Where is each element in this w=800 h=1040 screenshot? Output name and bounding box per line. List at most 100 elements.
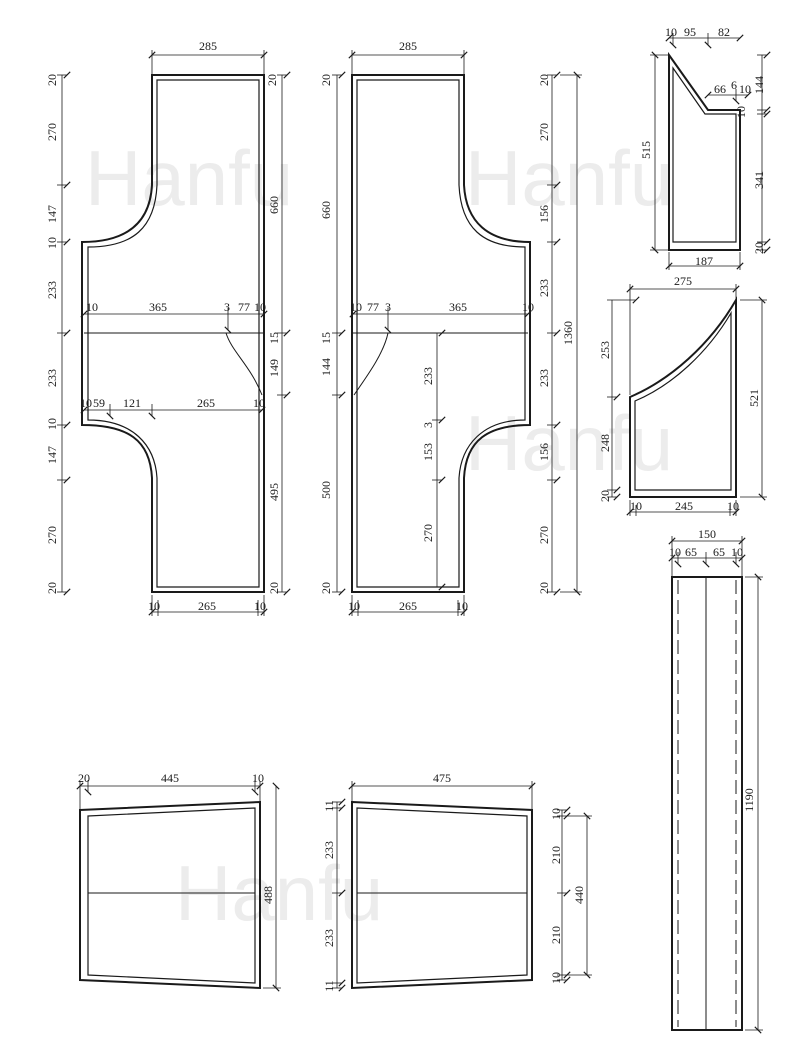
back-mid-10b: 10: [522, 300, 534, 314]
front-panel: 285 20 270 147 10 233 233 10 147 270 20 …: [45, 39, 291, 616]
skirt-left: 20 445 10 488: [76, 771, 281, 992]
back-panel: 285 20 660 15 144 500 20 20 270 156 233 …: [319, 39, 582, 616]
sleeve-large-left-253: 253: [598, 341, 612, 359]
sleeve-large-left-20: 20: [598, 490, 612, 502]
sleeve-small-top-10: 10: [665, 25, 677, 39]
back-mid-10a: 10: [350, 300, 362, 314]
skirt-right-left-233a: 233: [322, 841, 336, 859]
sleeve-small-right-10: 10: [734, 106, 748, 118]
front-bottom-10a: 10: [148, 599, 160, 613]
sleeve-large-seam: [634, 310, 732, 491]
back-left-20b: 20: [319, 582, 333, 594]
skirt-right-left-11b: 11: [322, 980, 336, 992]
front-bottom-265: 265: [198, 599, 216, 613]
watermark-1: Hanfu: [85, 134, 293, 222]
skirt-right-left-11a: 11: [322, 800, 336, 812]
collar-row-10a: 10: [669, 545, 681, 559]
sleeve-small-left-515: 515: [639, 141, 653, 159]
sleeve-small-right-20: 20: [752, 242, 766, 254]
skirt-right-right-10a: 10: [549, 808, 563, 820]
back-right-270b: 270: [537, 526, 551, 544]
back-mid-3: 3: [385, 300, 391, 314]
skirt-left-top-445: 445: [161, 771, 179, 785]
skirt-right-seam: [356, 807, 528, 984]
collar-row-65b: 65: [713, 545, 725, 559]
sleeve-small-seam: [672, 66, 737, 243]
back-right-233b: 233: [537, 369, 551, 387]
front-right-149: 149: [267, 359, 281, 377]
back-inner-3: 3: [421, 422, 435, 428]
front-panel-underarm-curve: [225, 332, 263, 396]
back-bottom-10a: 10: [348, 599, 360, 613]
back-inner-233: 233: [421, 367, 435, 385]
sleeve-small-outline: [668, 51, 741, 251]
back-top-width: 285: [399, 39, 417, 53]
front-left-20a: 20: [45, 74, 59, 86]
front-left-10b: 10: [45, 418, 59, 430]
sleeve-large-right-521: 521: [747, 389, 761, 407]
collar-top-150: 150: [698, 527, 716, 541]
front-left-147a: 147: [45, 205, 59, 223]
skirt-left-seam: [87, 807, 256, 984]
watermark-3: Hanfu: [465, 399, 673, 487]
sleeve-large-left-248: 248: [598, 434, 612, 452]
collar-band: 150 10 65 65 10 1190: [668, 527, 763, 1034]
skirt-right-left-233b: 233: [322, 929, 336, 947]
sleeve-small-top-82: 82: [718, 25, 730, 39]
back-right-20b: 20: [537, 582, 551, 594]
front-mid-10b: 10: [254, 300, 266, 314]
back-right-233a: 233: [537, 279, 551, 297]
front-bottom-10b: 10: [254, 599, 266, 613]
collar-row-65a: 65: [685, 545, 697, 559]
skirt-left-top-20: 20: [78, 771, 90, 785]
front-panel-seam: [87, 79, 260, 588]
front-panel-outline: [81, 74, 265, 593]
sleeve-small-right-144: 144: [752, 76, 766, 94]
back-panel-underarm-curve: [353, 332, 389, 396]
back-left-660: 660: [319, 201, 333, 219]
back-right-156a: 156: [537, 205, 551, 223]
front-left-233b: 233: [45, 369, 59, 387]
skirt-right-total-440: 440: [572, 886, 586, 904]
back-left-500: 500: [319, 481, 333, 499]
back-panel-outline: [351, 74, 531, 593]
back-inner-153: 153: [421, 443, 435, 461]
sleeve-large: 275 253 248 20 521 10 245 10: [598, 274, 767, 516]
sleeve-small-notch-66: 66: [714, 82, 726, 96]
sleeve-large-bottom-245: 245: [675, 499, 693, 513]
skirt-left-top-10: 10: [252, 771, 264, 785]
skirt-right-top-475: 475: [433, 771, 451, 785]
front-left-270a: 270: [45, 123, 59, 141]
front-left-270b: 270: [45, 526, 59, 544]
front-low-121: 121: [123, 396, 141, 410]
back-bottom-265: 265: [399, 599, 417, 613]
front-low-59: 59: [93, 396, 105, 410]
back-right-270a: 270: [537, 123, 551, 141]
skirt-right-outline: [351, 800, 533, 990]
collar-height-1190: 1190: [742, 788, 756, 812]
back-left-20a: 20: [319, 74, 333, 86]
skirt-right-right-10b: 10: [549, 972, 563, 984]
front-right-20b: 20: [267, 582, 281, 594]
front-right-15: 15: [267, 332, 281, 344]
back-left-15: 15: [319, 332, 333, 344]
collar-band-outline: [671, 576, 743, 1031]
back-left-144: 144: [319, 358, 333, 376]
back-panel-seam: [356, 79, 526, 588]
front-mid-3: 3: [224, 300, 230, 314]
back-mid-365: 365: [449, 300, 467, 314]
back-bottom-10b: 10: [456, 599, 468, 613]
front-low-10: 10: [80, 396, 92, 410]
skirt-right: 475 11 233 233 11 10 210 210 10 440: [322, 771, 592, 992]
front-top-width: 285: [199, 39, 217, 53]
sleeve-small-top-95: 95: [684, 25, 696, 39]
front-right-495: 495: [267, 483, 281, 501]
back-right-20a: 20: [537, 74, 551, 86]
sleeve-small-bottom-187: 187: [695, 254, 713, 268]
watermark-2: Hanfu: [465, 134, 673, 222]
front-left-10a: 10: [45, 237, 59, 249]
front-low-265: 265: [197, 396, 215, 410]
skirt-right-right-210a: 210: [549, 846, 563, 864]
